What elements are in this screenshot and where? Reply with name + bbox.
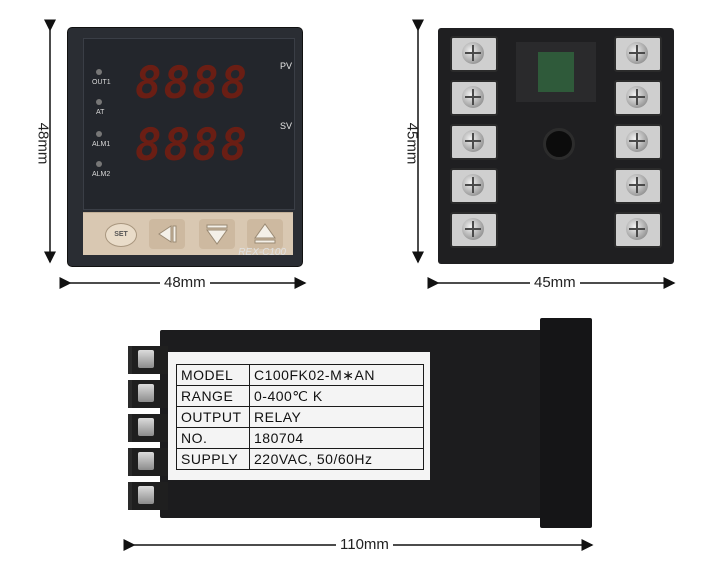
up-arrow-icon (254, 223, 276, 244)
terminal-10 (614, 212, 662, 248)
mounting-hole (543, 128, 575, 160)
keypad: SET (83, 212, 293, 255)
shift-button[interactable] (149, 219, 185, 249)
pv-label: PV (280, 61, 293, 71)
spec-row: MODEL C100FK02-M∗AN (176, 364, 424, 386)
side-terminal-3 (128, 414, 168, 442)
spec-key: NO. (176, 427, 250, 449)
front-bezel-edge (540, 318, 592, 528)
spec-key: MODEL (176, 364, 250, 386)
screw-icon (462, 86, 484, 108)
side-length-label: 110mm (336, 536, 393, 553)
controller-front-panel: OUT1 AT ALM1 ALM2 PV SV 8888 8888 SET (68, 28, 302, 266)
screw-icon (462, 218, 484, 240)
front-height-label: 48mm (34, 122, 52, 165)
alm1-led (96, 131, 102, 137)
spec-key: SUPPLY (176, 448, 250, 470)
model-badge: REX-C100 (238, 247, 286, 258)
screw-icon (138, 486, 154, 504)
screw-icon (626, 42, 648, 64)
screw-icon (462, 174, 484, 196)
terminal-7 (614, 80, 662, 116)
screw-icon (626, 174, 648, 196)
screw-icon (626, 86, 648, 108)
spec-value: 180704 (249, 427, 424, 449)
screw-icon (138, 384, 154, 402)
alm1-label: ALM1 (92, 141, 111, 148)
spec-value: 0-400℃ K (249, 385, 424, 407)
terminal-2 (450, 80, 498, 116)
terminal-6 (614, 36, 662, 72)
sv-display: 8888 (135, 120, 249, 171)
terminal-5 (450, 212, 498, 248)
out1-led (96, 69, 102, 75)
spec-row: SUPPLY 220VAC, 50/60Hz (176, 448, 424, 470)
terminal-9 (614, 168, 662, 204)
down-arrow-icon (206, 224, 228, 245)
spec-row: NO. 180704 (176, 427, 424, 449)
spec-key: OUTPUT (176, 406, 250, 428)
screw-icon (138, 418, 154, 436)
out1-label: OUT1 (92, 79, 111, 86)
controller-back-view (438, 28, 674, 264)
spec-row: OUTPUT RELAY (176, 406, 424, 428)
sv-label: SV (280, 121, 293, 131)
side-terminal-4 (128, 448, 168, 476)
screw-icon (626, 130, 648, 152)
alm2-led (96, 161, 102, 167)
down-button[interactable] (199, 219, 235, 249)
side-terminal-1 (128, 346, 168, 374)
terminal-8 (614, 124, 662, 160)
alm2-label: ALM2 (92, 171, 111, 178)
front-width-label: 48mm (160, 274, 210, 291)
spec-row: RANGE 0-400℃ K (176, 385, 424, 407)
spec-label: MODEL C100FK02-M∗AN RANGE 0-400℃ K OUTPU… (168, 352, 430, 480)
back-width-label: 45mm (530, 274, 580, 291)
side-terminal-5 (128, 482, 168, 510)
display-face: OUT1 AT ALM1 ALM2 PV SV 8888 8888 (83, 38, 295, 210)
at-label: AT (96, 109, 105, 116)
screw-icon (462, 130, 484, 152)
back-height-label: 45mm (403, 122, 421, 165)
terminal-3 (450, 124, 498, 160)
screw-icon (138, 350, 154, 368)
terminal-1 (450, 36, 498, 72)
at-led (96, 99, 102, 105)
shift-left-icon (158, 225, 177, 243)
terminal-4 (450, 168, 498, 204)
relay-component (538, 52, 574, 92)
screw-icon (462, 42, 484, 64)
spec-value: 220VAC, 50/60Hz (249, 448, 424, 470)
spec-value: RELAY (249, 406, 424, 428)
spec-value: C100FK02-M∗AN (249, 364, 424, 386)
side-terminal-2 (128, 380, 168, 408)
screw-icon (138, 452, 154, 470)
up-button[interactable] (247, 219, 283, 249)
screw-icon (626, 218, 648, 240)
spec-table: MODEL C100FK02-M∗AN RANGE 0-400℃ K OUTPU… (176, 364, 424, 470)
spec-key: RANGE (176, 385, 250, 407)
pv-display: 8888 (135, 58, 249, 109)
relay-window (516, 42, 596, 102)
set-button[interactable]: SET (105, 223, 137, 247)
